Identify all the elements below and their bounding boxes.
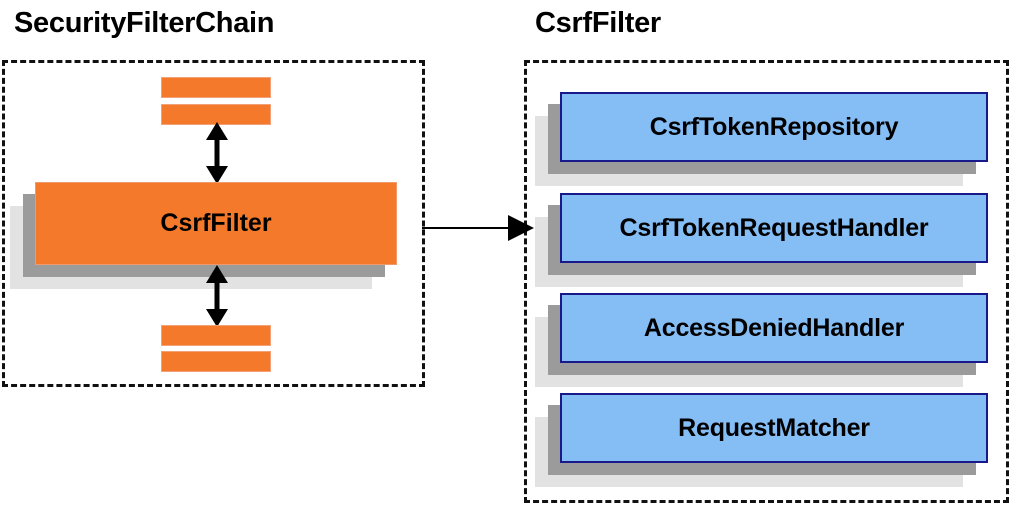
security-filter-chain-container xyxy=(2,60,425,387)
collaborator-face[interactable]: CsrfTokenRepository xyxy=(560,92,988,162)
collaborator-label: RequestMatcher xyxy=(678,413,870,442)
right-panel-title: CsrfFilter xyxy=(535,7,661,39)
collaborator-face[interactable]: CsrfTokenRequestHandler xyxy=(560,193,988,263)
collaborator-label: AccessDeniedHandler xyxy=(643,313,905,342)
top-bidirectional-arrow xyxy=(206,122,228,184)
csrf-filter-label: CsrfFilter xyxy=(160,209,272,237)
collaborator-face[interactable]: AccessDeniedHandler xyxy=(560,293,988,363)
filter-stub-top-1[interactable] xyxy=(161,77,271,98)
collaborator-face[interactable]: RequestMatcher xyxy=(560,393,988,463)
filter-stub-bottom-2[interactable] xyxy=(161,351,271,372)
csrf-filter-detail-container xyxy=(524,60,1009,503)
zoom-in-arrow xyxy=(422,215,534,241)
filter-stub-bottom-1[interactable] xyxy=(161,325,271,346)
bottom-bidirectional-arrow xyxy=(206,265,228,327)
csrf-filter-face[interactable]: CsrfFilter xyxy=(35,182,397,265)
collaborator-label: CsrfTokenRequestHandler xyxy=(619,213,929,242)
left-panel-title: SecurityFilterChain xyxy=(14,7,275,39)
collaborator-label: CsrfTokenRepository xyxy=(649,112,899,141)
